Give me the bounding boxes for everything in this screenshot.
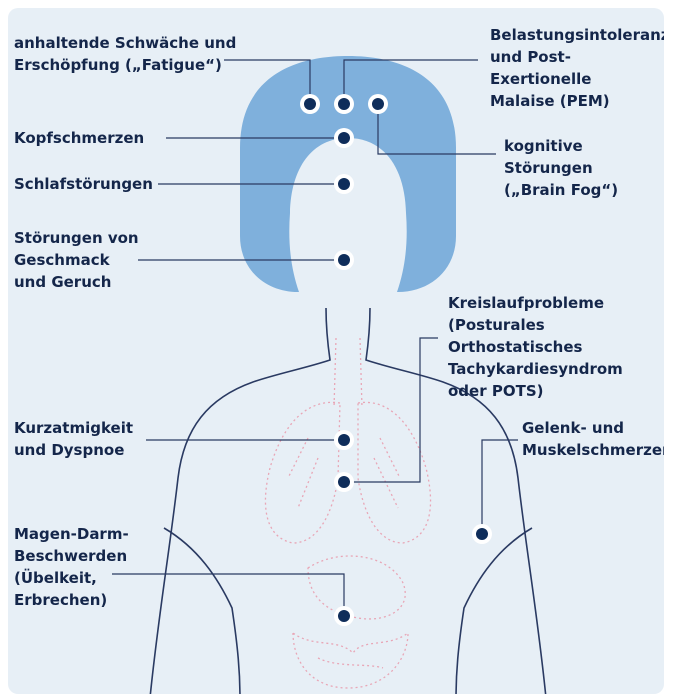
marker-kreislauf [334,472,354,492]
marker-brain-fog [368,94,388,114]
label-schlaf: Schlafstörungen [14,173,153,195]
label-gelenk: Gelenk- und Muskelschmerzen [522,417,664,461]
label-pem: Belastungsintoleranz und Post-Exertionel… [490,24,664,112]
marker-kurzatmigkeit [334,430,354,450]
label-magen: Magen-Darm- Beschwerden (Übelkeit, Erbre… [14,523,129,611]
marker-fatigue [300,94,320,114]
marker-gelenk [472,524,492,544]
label-kreislauf: Kreislaufprobleme (Posturales Orthostati… [448,292,664,402]
marker-kopfschmerzen [334,128,354,148]
label-geschmack: Störungen von Geschmack und Geruch [14,227,139,293]
label-kopfschmerzen: Kopfschmerzen [14,127,144,149]
organs-illustration [265,338,430,688]
infographic-card: anhaltende Schwäche und Erschöpfung („Fa… [8,8,664,694]
marker-geschmack [334,250,354,270]
leader-kreislauf [352,338,438,482]
label-fatigue: anhaltende Schwäche und Erschöpfung („Fa… [14,32,236,76]
marker-schlaf [334,174,354,194]
label-kurzatmigkeit: Kurzatmigkeit und Dyspnoe [14,417,133,461]
marker-magen [334,606,354,626]
label-brain-fog: kognitive Störungen („Brain Fog“) [504,135,664,201]
marker-pem [334,94,354,114]
leader-magen [112,574,344,616]
